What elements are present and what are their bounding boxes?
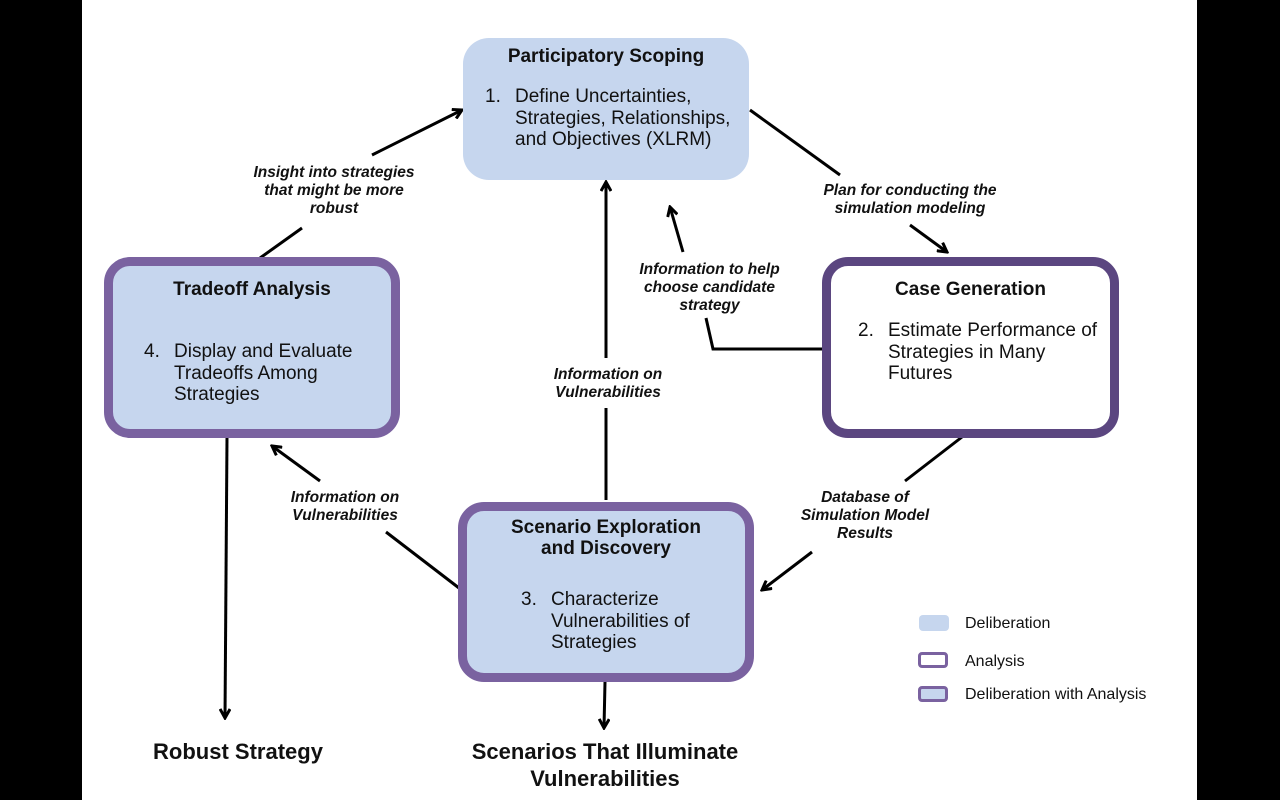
edge-label-case-to-scenario: Database of Simulation Model Results — [800, 489, 930, 542]
step-text: Define Uncertainties, Strategies, Relati… — [515, 86, 731, 150]
step-number: 2. — [858, 320, 874, 341]
edge-label-tradeoff-to-scoping: Insight into strategies that might be mo… — [253, 164, 415, 217]
arrow-case-to-scoping — [704, 317, 822, 351]
node-participatory-scoping: Participatory Scoping 1. Define Uncertai… — [463, 38, 749, 180]
node-title: Participatory Scoping — [507, 46, 705, 67]
outcome-scenarios: Scenarios That Illuminate Vulnerabilitie… — [471, 739, 739, 791]
arrow-tradeoff-to-robust — [225, 436, 227, 718]
node-title: Tradeoff Analysis — [173, 279, 331, 300]
step-number: 1. — [485, 86, 501, 107]
edge-label-scenario-to-scoping: Information on Vulnerabilities — [553, 366, 663, 401]
arrow-tradeoff-to-scoping-tail — [259, 226, 303, 260]
step-number: 3. — [521, 589, 537, 610]
legend-label-analysis: Analysis — [965, 653, 1025, 670]
outcome-robust-strategy: Robust Strategy — [153, 739, 323, 764]
node-case-generation: Case Generation 2. Estimate Performance … — [822, 257, 1119, 438]
arrow-scenario-to-tradeoff-head — [272, 446, 321, 483]
arrow-tradeoff-to-scoping-head — [371, 110, 462, 157]
edge-label-scenario-to-tradeoff: Information on Vulnerabilities — [290, 489, 400, 524]
arrow-scoping-to-case-tail — [749, 108, 841, 177]
arrow-scoping-to-case-head — [909, 223, 947, 252]
arrow-case-to-scoping-head — [670, 207, 685, 253]
arrow-scenario-to-outcome — [604, 681, 605, 728]
node-tradeoff-analysis: Tradeoff Analysis 4. Display and Evaluat… — [104, 257, 400, 438]
step-number: 4. — [144, 341, 160, 362]
arrow-scenario-to-tradeoff-tail — [385, 530, 460, 590]
arrow-case-to-scenario-tail — [904, 435, 963, 483]
legend-swatch-deliberation — [919, 615, 949, 631]
node-title: Case Generation — [895, 279, 1046, 300]
arrow-case-to-scenario-head — [762, 550, 813, 590]
legend-label-deliberation-with-analysis: Deliberation with Analysis — [965, 686, 1147, 703]
step-text: Characterize Vulnerabilities of Strategi… — [551, 589, 690, 653]
edge-label-scoping-to-case: Plan for conducting the simulation model… — [823, 182, 997, 217]
step-text: Display and Evaluate Tradeoffs Among Str… — [174, 341, 353, 405]
legend-swatch-analysis — [918, 652, 948, 668]
legend-swatch-deliberation-with-analysis — [918, 686, 948, 702]
step-text: Estimate Performance of Strategies in Ma… — [888, 320, 1098, 384]
node-title: Scenario Exploration and Discovery — [510, 517, 702, 559]
node-scenario-exploration: Scenario Exploration and Discovery 3. Ch… — [458, 502, 754, 682]
edge-label-case-to-scoping: Information to help choose candidate str… — [639, 261, 780, 314]
legend-label-deliberation: Deliberation — [965, 615, 1051, 632]
